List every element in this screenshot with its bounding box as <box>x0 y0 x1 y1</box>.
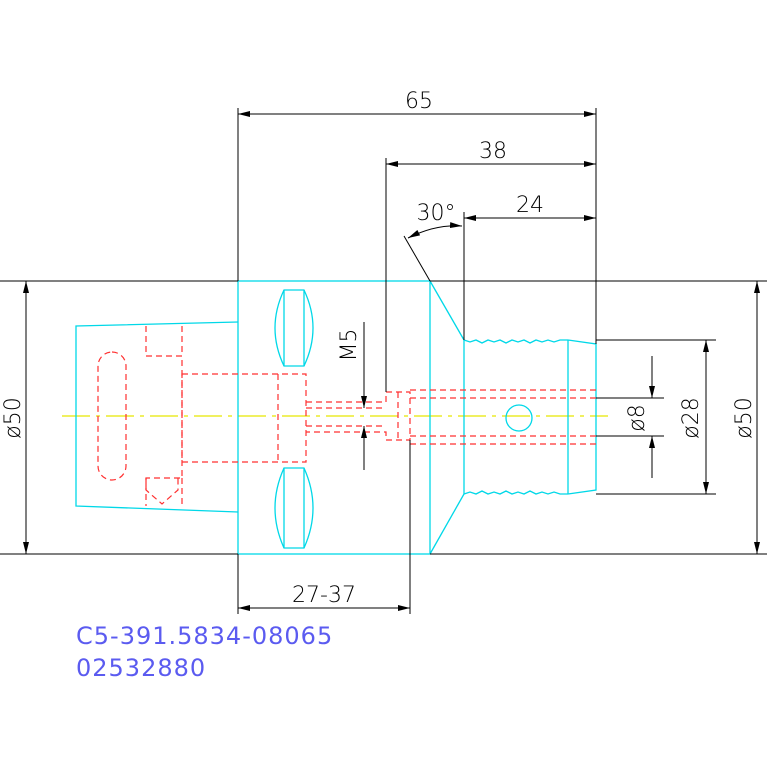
dim-flange-diameter-left: ø50 <box>1 397 26 438</box>
dim-adjust-range: 27-37 <box>292 583 356 608</box>
dimension-lines <box>0 108 767 614</box>
part-code: 02532880 <box>76 654 206 682</box>
dim-length-38: 38 <box>479 139 507 164</box>
dim-neck-diameter: ø28 <box>679 397 704 438</box>
dim-bore-diameter: ø8 <box>625 404 650 431</box>
dim-chamfer-angle: 30° <box>417 201 456 226</box>
dim-thread: M5 <box>337 329 362 362</box>
part-number: C5-391.5834-08065 <box>76 622 333 650</box>
dim-overall-length: 65 <box>405 89 433 114</box>
dim-length-24: 24 <box>516 193 544 218</box>
dim-flange-diameter-right: ø50 <box>732 397 757 438</box>
hidden-lines <box>97 326 596 506</box>
part-outline <box>75 280 597 555</box>
